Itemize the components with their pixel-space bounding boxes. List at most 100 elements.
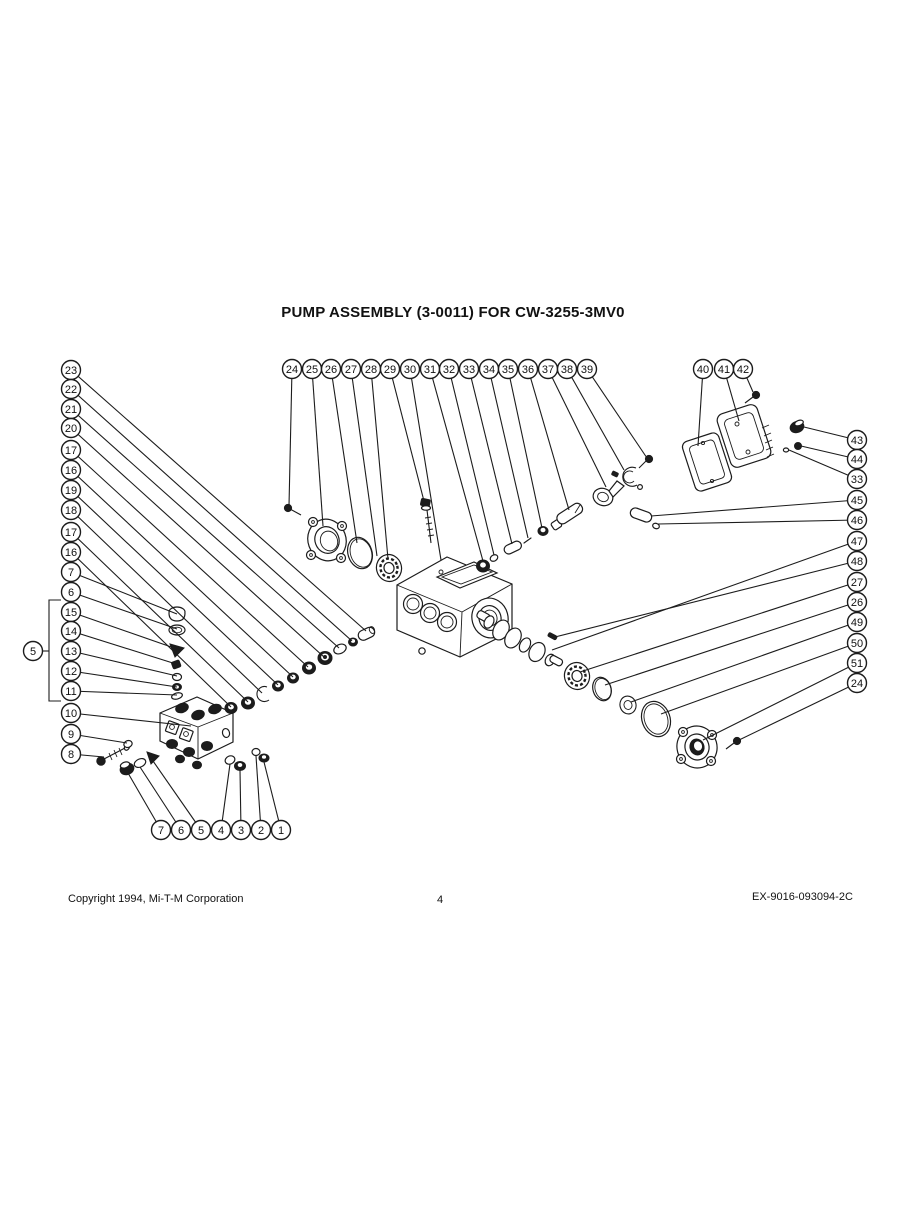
callout-33-29-circle [458, 358, 480, 380]
part-nut-44 [794, 442, 802, 450]
leader-line-46-43 [657, 519, 858, 525]
callout-13-14-label: 13 [65, 646, 77, 658]
callout-7-10-label: 7 [68, 567, 74, 579]
leader-line-24-20 [288, 368, 293, 507]
part-ring-13 [171, 672, 183, 682]
part-pin-33-right [782, 447, 790, 453]
part-circlip-18 [256, 686, 270, 703]
part-cover-screw [744, 390, 761, 404]
part-oval-gasket-left [346, 536, 374, 570]
callout-35-31-label: 35 [502, 364, 514, 376]
callout-5-54-circle [190, 819, 212, 841]
callout-36-32-label: 36 [522, 364, 534, 376]
leader-line-15-12 [70, 611, 178, 650]
callout-33-41-label: 33 [851, 474, 863, 486]
part-plug-1 [258, 753, 270, 763]
part-bearing-cover-left [305, 516, 348, 564]
callout-32-28-circle [438, 358, 460, 380]
callout-6-53-label: 6 [178, 825, 184, 837]
part-oval-gasket-right [592, 676, 612, 702]
leader-line-39-35 [586, 368, 648, 459]
callout-44-40-circle [846, 448, 868, 470]
leader-line-11-16 [70, 690, 178, 696]
callout-47-44-circle [846, 530, 868, 552]
part-wrist-pin-45 [629, 507, 653, 523]
part-oil-seal-49 [619, 695, 637, 715]
callout-1-58-label: 1 [278, 825, 284, 837]
callout-39-35-circle [576, 358, 598, 380]
parts-layer [96, 390, 805, 776]
leader-line-19-6 [70, 489, 279, 686]
leader-line-23-0 [70, 369, 367, 632]
callout-51-50-label: 51 [851, 658, 863, 670]
part-crankshaft [476, 610, 564, 667]
callout-38-34-label: 38 [561, 364, 573, 376]
callout-16-5-label: 16 [65, 465, 77, 477]
callout-17-4-label: 17 [65, 445, 77, 457]
leader-line-16-5 [70, 469, 294, 678]
leader-line-45-42 [650, 499, 858, 517]
callout-2-57-circle [250, 819, 272, 841]
callout-7-52-label: 7 [158, 825, 164, 837]
part-oring-11 [171, 692, 183, 700]
leader-line-28-24 [370, 368, 389, 560]
callout-27-23-circle [340, 358, 362, 380]
callout-46-43-circle [846, 509, 868, 531]
part-cap-nut-43 [789, 419, 805, 434]
leader-line-7-10 [70, 571, 178, 615]
callout-32-28-label: 32 [443, 364, 455, 376]
callout-31-27-label: 31 [424, 364, 436, 376]
callout-45-42-label: 45 [851, 495, 863, 507]
callout-12-15-label: 12 [65, 666, 77, 678]
callout-3-56-circle [230, 819, 252, 841]
callout-24-51-label: 24 [851, 678, 863, 690]
part-shaft-key [547, 632, 558, 641]
callout-17-8-label: 17 [65, 527, 77, 539]
leader-line-7-52 [127, 772, 162, 831]
callout-26-22-label: 26 [325, 364, 337, 376]
part-pin-34 [523, 537, 532, 544]
callout-6-11-label: 6 [68, 587, 74, 599]
callout-19-6-label: 19 [65, 485, 77, 497]
callout-35-31-circle [497, 358, 519, 380]
leader-line-30-26 [409, 368, 442, 561]
part-manifold [159, 696, 234, 770]
part-cover-bolt-right [725, 736, 742, 750]
callout-20-3-label: 20 [65, 423, 77, 435]
leader-line-12-15 [70, 670, 178, 688]
leader-line-21-2 [70, 408, 340, 649]
leader-line-16-9 [70, 551, 232, 708]
leader-line-40-36 [697, 368, 704, 447]
callout-4-55-circle [210, 819, 232, 841]
leader-line-26-22 [330, 368, 358, 544]
part-nut-3 [234, 761, 246, 771]
callout-7-10-circle [60, 561, 82, 583]
callout-48-45-label: 48 [851, 556, 863, 568]
callout-24-20-circle [281, 358, 303, 380]
callout-1-58-circle [270, 819, 292, 841]
callout-9-18-label: 9 [68, 729, 74, 741]
part-ball-bearing-left [375, 553, 403, 583]
callout-20-3-circle [60, 417, 82, 439]
part-seal-17b [241, 696, 255, 710]
callout-40-36-label: 40 [697, 364, 709, 376]
part-hex-plug-7b [119, 761, 135, 776]
leader-line-48-45 [554, 560, 858, 638]
leader-line-18-7 [70, 509, 263, 694]
part-piston-pin-33 [503, 540, 522, 555]
leader-line-5-54 [152, 760, 202, 831]
callout-50-49-label: 50 [851, 638, 863, 650]
callout-8-19-label: 8 [68, 749, 74, 761]
leader-line-25-21 [311, 368, 324, 527]
callout-25-21-label: 25 [306, 364, 318, 376]
callout-13-14-circle [60, 640, 82, 662]
callout-8-19-circle [60, 743, 82, 765]
callout-28-24-label: 28 [365, 364, 377, 376]
callout-7-52-circle [150, 819, 172, 841]
leader-line-32-28 [448, 368, 495, 556]
part-washer-6b [133, 757, 147, 769]
leader-line-33-41 [788, 449, 858, 480]
callout-29-25-circle [379, 358, 401, 380]
